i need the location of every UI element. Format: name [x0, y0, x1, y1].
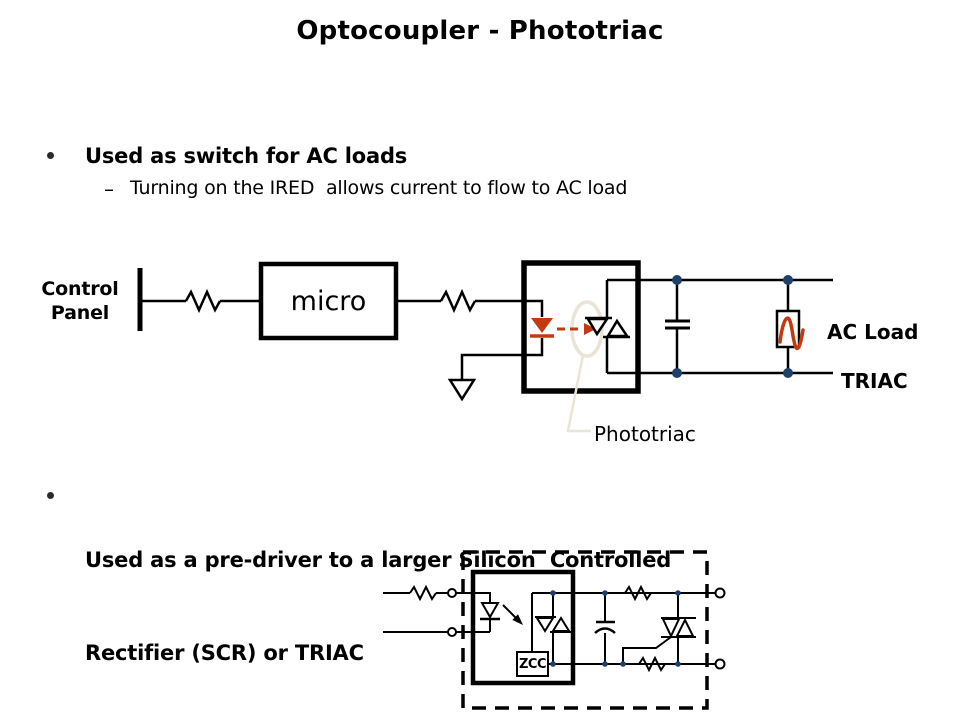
light-arrow-icon: [502, 604, 523, 625]
junction-dots: [672, 275, 793, 378]
junction-dot: [675, 590, 681, 596]
wire-into-led: [475, 299, 544, 317]
micro-box: [258, 261, 399, 341]
capacitor-icon: [594, 593, 616, 664]
resistor-icon: [409, 584, 437, 602]
resistor-icon: [638, 655, 666, 673]
control-panel-label: Control Panel: [41, 278, 119, 324]
capacitor-icon: [665, 280, 690, 373]
diagram2-predriver: [383, 550, 726, 710]
triac-symbol-icon: [622, 593, 696, 664]
resistor-icon: [184, 288, 222, 314]
bullet1-heading: Used as switch for AC loads: [85, 144, 408, 168]
wire-into-led-2: [456, 592, 491, 603]
junction-dot: [783, 275, 793, 285]
ac-load-label: AC Load: [827, 320, 919, 344]
resistor-icon: [439, 288, 477, 314]
phototriac-symbol-icon: [585, 280, 630, 373]
bullet2-line1: Used as a pre-driver to a larger Silicon…: [85, 548, 672, 572]
ac-sine-icon: [778, 316, 805, 351]
ac-load-box: [775, 280, 805, 373]
diagram1-ac-switch: [137, 260, 833, 433]
bullet-icon: [47, 492, 54, 499]
phototriac-symbol-icon: [535, 593, 571, 664]
bullet-icon: [47, 152, 54, 159]
terminal-circle: [714, 658, 726, 670]
light-arrow-icon: [557, 323, 596, 335]
dashed-module-border: [461, 550, 709, 710]
junction-dot: [672, 368, 682, 378]
zcc-label: ZCC: [518, 656, 547, 672]
callout-tail-line: [566, 354, 591, 433]
gate-wire: [622, 636, 672, 664]
micro-label: micro: [290, 285, 367, 317]
sub-bullet-dash: –: [104, 177, 114, 201]
bullet1-subtext: Turning on the IRED allows current to fl…: [130, 177, 628, 199]
junction-dot: [675, 661, 681, 667]
junction-dots: [550, 590, 681, 667]
junction-dot: [602, 590, 608, 596]
terminal-circle: [714, 587, 726, 599]
bullet2-heading: Used as a pre-driver to a larger Silicon…: [85, 483, 671, 720]
zcc-box: [516, 651, 549, 677]
bullet2-line2: Rectifier (SCR) or TRIAC: [85, 641, 364, 665]
junction-dot: [783, 368, 793, 378]
junction-dot: [602, 661, 608, 667]
wire-led-to-ground: [460, 338, 544, 380]
junction-dot: [620, 661, 626, 667]
page-title: Optocoupler - Phototriac: [296, 16, 664, 46]
ired-led-icon: [530, 318, 554, 338]
ground-icon: [447, 378, 477, 402]
phototriac-label: Phototriac: [594, 422, 696, 446]
led-icon: [480, 602, 500, 632]
triac-label: TRIAC: [841, 369, 908, 393]
resistor-icon: [624, 584, 652, 602]
junction-dot: [672, 275, 682, 285]
junction-dot: [550, 590, 556, 596]
junction-dot: [550, 661, 556, 667]
